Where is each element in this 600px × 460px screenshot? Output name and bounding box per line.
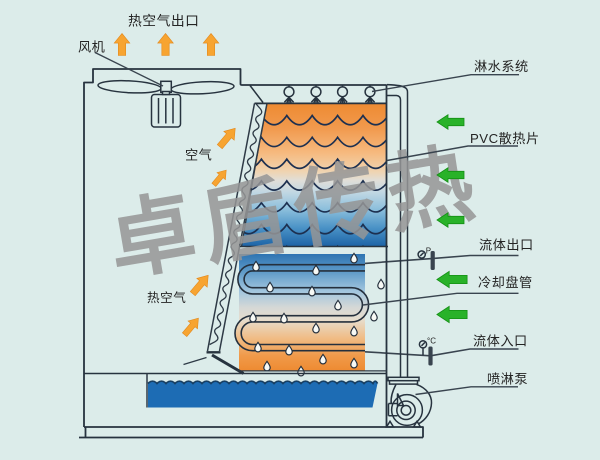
label-fluid-outlet: 流体出口 (479, 238, 534, 253)
labels: 热空气出口 风机 空气 热空气 淋水系统 PVC散热片 流体出口 冷却盘管 流体… (78, 14, 540, 387)
label-gauge-c: °C (427, 337, 436, 346)
label-spray-pump: 喷淋泵 (487, 372, 528, 387)
up-arrow-icon (202, 33, 220, 56)
fan-assembly (97, 79, 235, 128)
left-arrow-icon (436, 270, 468, 289)
spray-nozzle-icon (283, 84, 295, 104)
spray-system (283, 84, 376, 104)
temperature-gauge (418, 339, 428, 356)
outlet-valve (430, 251, 435, 270)
left-arrow-icon (436, 305, 468, 324)
label-pvc-fins: PVC散热片 (470, 131, 540, 146)
fluid-inlet-pipe (364, 348, 519, 357)
spray-nozzle-icon (310, 84, 322, 104)
air-inlet-louver (183, 102, 268, 375)
spray-nozzle-icon (364, 84, 376, 104)
label-fan: 风机 (78, 40, 105, 55)
leader-lines (94, 51, 519, 396)
label-fluid-inlet: 流体入口 (473, 334, 528, 349)
label-gauge-p: P (426, 247, 431, 256)
diagonal-arrow-icon (181, 317, 199, 338)
label-spray-system: 淋水系统 (474, 59, 529, 74)
label-air: 空气 (185, 148, 212, 163)
label-hot-air-outlet: 热空气出口 (128, 14, 199, 29)
spray-nozzle-icon (336, 84, 349, 104)
label-hot-air: 热空气 (147, 290, 186, 305)
pressure-gauge (417, 250, 427, 259)
air-flow-arrows (181, 127, 236, 338)
left-arrow-icon (436, 167, 465, 183)
up-arrow-icon (157, 33, 174, 56)
fluid-outlet-pipe (364, 254, 519, 265)
cooling-coil (234, 252, 385, 377)
inlet-valve (428, 346, 433, 366)
left-arrow-icon (436, 212, 465, 228)
water-droplets (249, 252, 385, 377)
fan-hub (160, 80, 173, 94)
spray-pump (385, 376, 433, 428)
spray-riser-pipe (386, 83, 409, 378)
label-cooling-coil: 冷却盘管 (478, 274, 533, 290)
up-arrow-icon (113, 33, 131, 56)
diagonal-arrow-icon (189, 274, 209, 297)
hot-air-arrows (113, 33, 220, 56)
left-arrow-icon (436, 114, 465, 130)
diagonal-arrow-icon (211, 169, 227, 187)
fluid-flow-arrows (436, 114, 468, 324)
water-basin (147, 380, 379, 408)
diagonal-arrow-icon (216, 127, 236, 150)
tower-outline (79, 68, 424, 439)
